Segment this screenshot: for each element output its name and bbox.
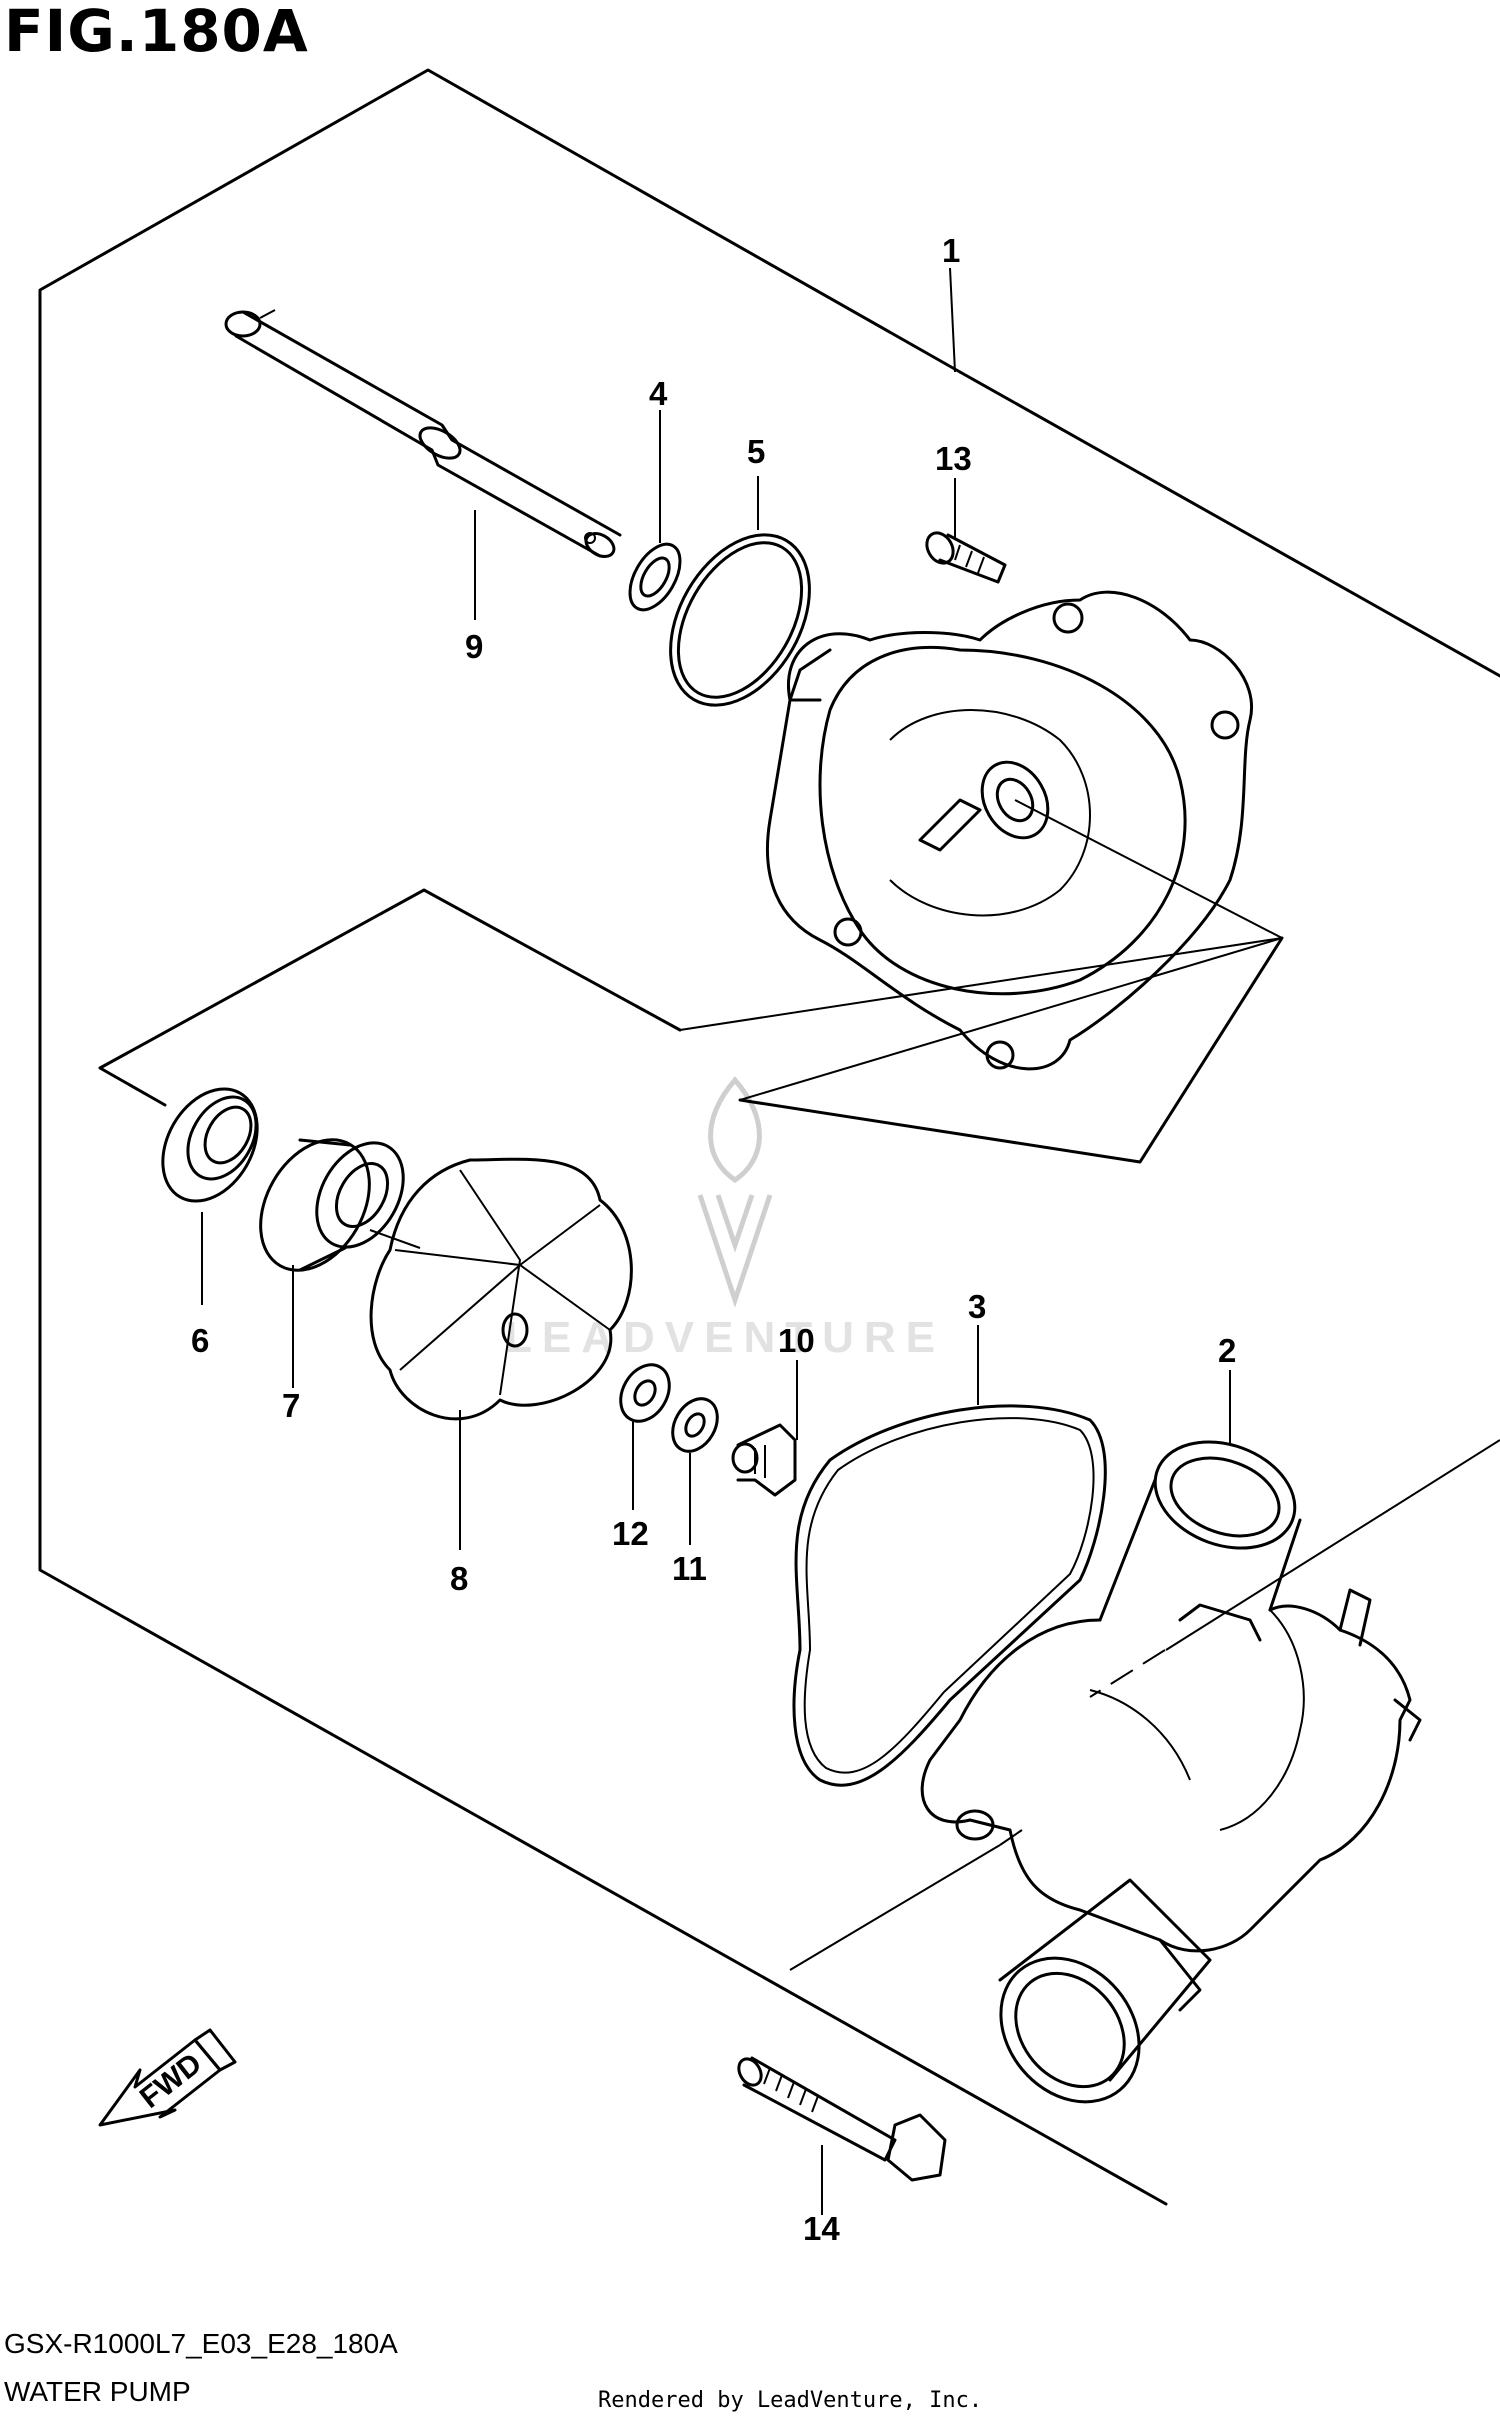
o-ring-5: [669, 533, 811, 707]
callout-4: 4: [649, 375, 668, 412]
bolt-14: [737, 2056, 947, 2182]
callout-6: 6: [191, 1322, 209, 1359]
callout-9: 9: [465, 628, 483, 665]
callout-3: 3: [968, 1288, 986, 1325]
subassembly-outline: [98, 888, 1284, 1164]
bolt-13: [925, 531, 1007, 584]
watermark-text: LEADVENTURE: [505, 1313, 945, 1362]
model-code: GSX-R1000L7_E03_E28_180A: [4, 2328, 398, 2359]
callout-5: 5: [747, 433, 765, 470]
mechanical-seal-7: [259, 1138, 421, 1272]
callout-12: 12: [612, 1515, 649, 1552]
pump-case-2: [920, 1440, 1422, 2104]
figure-title: FIG.180A: [4, 0, 309, 65]
bolt-10: [731, 1423, 797, 1497]
callout-1: 1: [942, 232, 960, 269]
impeller-8: [369, 1157, 633, 1421]
oil-seal-6: [161, 1087, 259, 1203]
callout-14: 14: [803, 2210, 840, 2247]
callout-13: 13: [935, 440, 972, 477]
leader-lines: [201, 267, 1231, 2215]
pump-body-1: [765, 590, 1283, 1071]
washer-12: [619, 1363, 671, 1423]
callout-2: 2: [1218, 1332, 1236, 1369]
callout-8: 8: [450, 1560, 468, 1597]
fwd-direction-arrow: FWD: [98, 2028, 237, 2127]
o-ring-3: [792, 1404, 1107, 1787]
watermark-logo: LEADVENTURE: [505, 1076, 945, 1362]
diagram-name: WATER PUMP: [4, 2376, 191, 2407]
pump-shaft: [224, 309, 622, 558]
assembly-outline: [38, 68, 1500, 2206]
rendered-by-credit: Rendered by LeadVenture, Inc.: [598, 2388, 983, 2413]
callout-10: 10: [778, 1322, 815, 1359]
washer-11: [671, 1397, 719, 1453]
callout-7: 7: [282, 1387, 300, 1424]
callout-11: 11: [672, 1550, 707, 1587]
washer-4: [628, 542, 682, 612]
callout-labels: 1 2 3 4 5 6 7 8 9 10 11 12 13 14: [191, 232, 1236, 2247]
